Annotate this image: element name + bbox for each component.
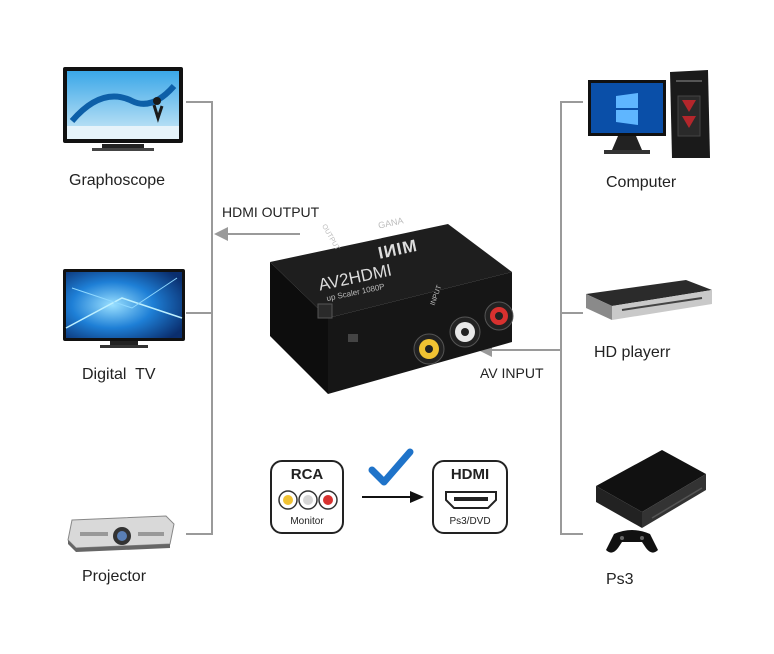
computer-label: Computer bbox=[606, 174, 677, 191]
rca-title: RCA bbox=[290, 466, 324, 483]
computer-image bbox=[588, 70, 710, 158]
hdmi-title: HDMI bbox=[450, 466, 490, 483]
graphoscope-device bbox=[62, 66, 184, 156]
rca-connectors-icon bbox=[278, 490, 338, 510]
ps3-label: Ps3 bbox=[606, 571, 634, 588]
digital-tv-image bbox=[63, 269, 185, 348]
projector-label: Projector bbox=[82, 568, 147, 585]
projector-image bbox=[67, 515, 175, 552]
av-input-label: AV INPUT bbox=[480, 365, 544, 381]
rca-caption: Monitor bbox=[290, 516, 324, 527]
projector-device bbox=[66, 510, 178, 554]
hdmi-port-icon bbox=[445, 491, 497, 509]
digital-tv-device bbox=[62, 268, 186, 350]
hd-player-device bbox=[582, 276, 716, 326]
graphoscope-label: Graphoscope bbox=[69, 172, 166, 189]
hdmi-caption: Ps3/DVD bbox=[449, 516, 491, 527]
ps3-device bbox=[592, 446, 710, 558]
checkmark-icon bbox=[368, 448, 414, 486]
graphoscope-image bbox=[63, 67, 183, 151]
digital-tv-label: Digital TV bbox=[82, 366, 156, 383]
hdmi-output-label: HDMI OUTPUT bbox=[222, 204, 320, 220]
hdmi-badge: HDMI Ps3/DVD bbox=[432, 460, 508, 534]
av2hdmi-adapter bbox=[262, 218, 518, 398]
computer-device bbox=[586, 66, 716, 162]
ps3-image bbox=[596, 450, 706, 553]
rca-badge: RCA Monitor bbox=[270, 460, 344, 534]
hd-player-label: HD playerr bbox=[594, 344, 671, 361]
convert-arrow-icon bbox=[362, 491, 424, 503]
hd-player-image bbox=[586, 280, 712, 320]
